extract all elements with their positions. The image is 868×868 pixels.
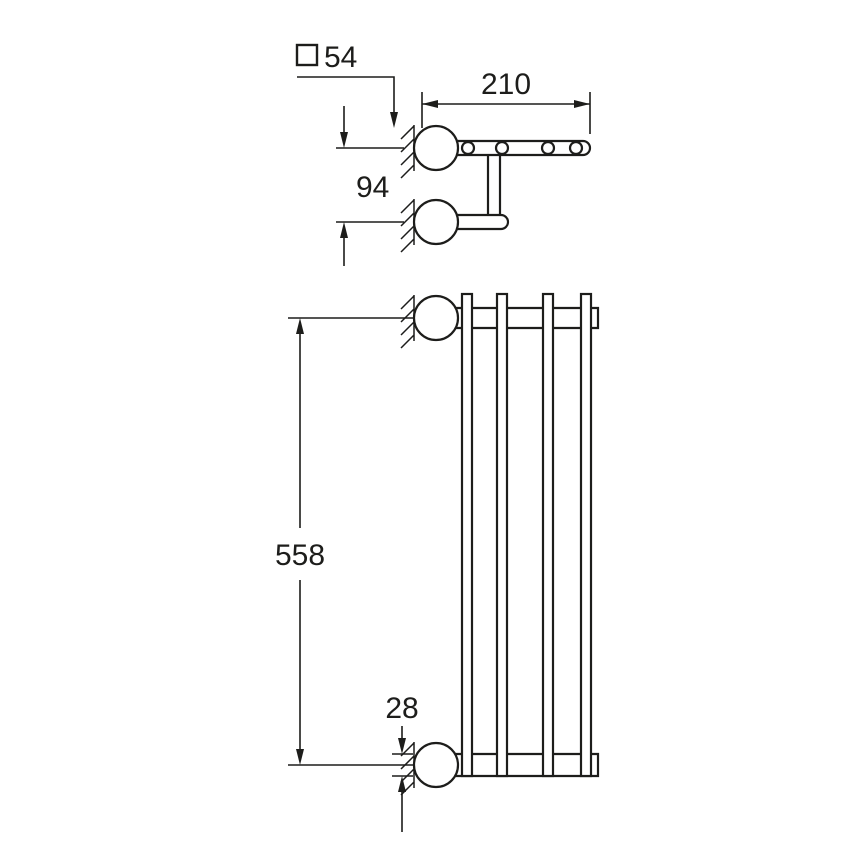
plan-upper-wall-mount (400, 294, 460, 349)
upper-support-arm (434, 306, 600, 330)
wall-flange (412, 294, 460, 342)
wall-hatching-icon (400, 742, 415, 796)
shelf-bar-section (568, 140, 584, 156)
offset-extension-lines (336, 147, 404, 223)
profile-dimension: 28 (385, 692, 419, 832)
wall-flange (412, 124, 460, 172)
lower-wall-mount (400, 198, 460, 253)
offset-label: 94 (356, 171, 389, 204)
square-symbol-icon (295, 43, 319, 67)
shelf-arm (434, 139, 592, 157)
shelf-bar-section (540, 140, 556, 156)
wall-hatching-icon (400, 295, 415, 349)
shelf-bars (460, 292, 593, 778)
shelf-bar (460, 292, 474, 778)
depth-extension-lines (421, 92, 591, 134)
profile-extension-ticks (392, 753, 413, 777)
width-extension-lines (288, 317, 413, 766)
width-label: 558 (275, 539, 325, 572)
plan-view: 558 28 (275, 292, 600, 832)
offset-dimension: 94 (336, 106, 404, 266)
lower-support-arm (434, 752, 600, 778)
plan-lower-wall-mount (400, 741, 460, 796)
shelf-bar-section (460, 140, 476, 156)
shelf-bar-section (494, 140, 510, 156)
upper-wall-mount (400, 124, 460, 179)
profile-dimension-arrows (398, 738, 406, 792)
wall-hatching-icon (400, 199, 415, 253)
wall-flange (412, 198, 460, 246)
shelf-bar-sections (460, 140, 584, 156)
shelf-bar (579, 292, 593, 778)
wall-hatching-icon (400, 125, 415, 179)
wall-flange (412, 741, 460, 789)
flange-size-leader-line (297, 76, 395, 114)
flange-size-leader-arrow (390, 112, 398, 128)
shelf-bar (541, 292, 555, 778)
width-dimension: 558 (275, 317, 413, 766)
side-view: 54 210 94 (295, 41, 592, 266)
profile-label: 28 (385, 692, 418, 725)
shelf-bar (495, 292, 509, 778)
flange-size-dimension: 54 (295, 41, 398, 128)
depth-dimension: 210 (421, 68, 591, 134)
depth-label: 210 (481, 68, 531, 101)
towel-bar-post (486, 154, 502, 216)
flange-size-label: 54 (324, 41, 357, 74)
